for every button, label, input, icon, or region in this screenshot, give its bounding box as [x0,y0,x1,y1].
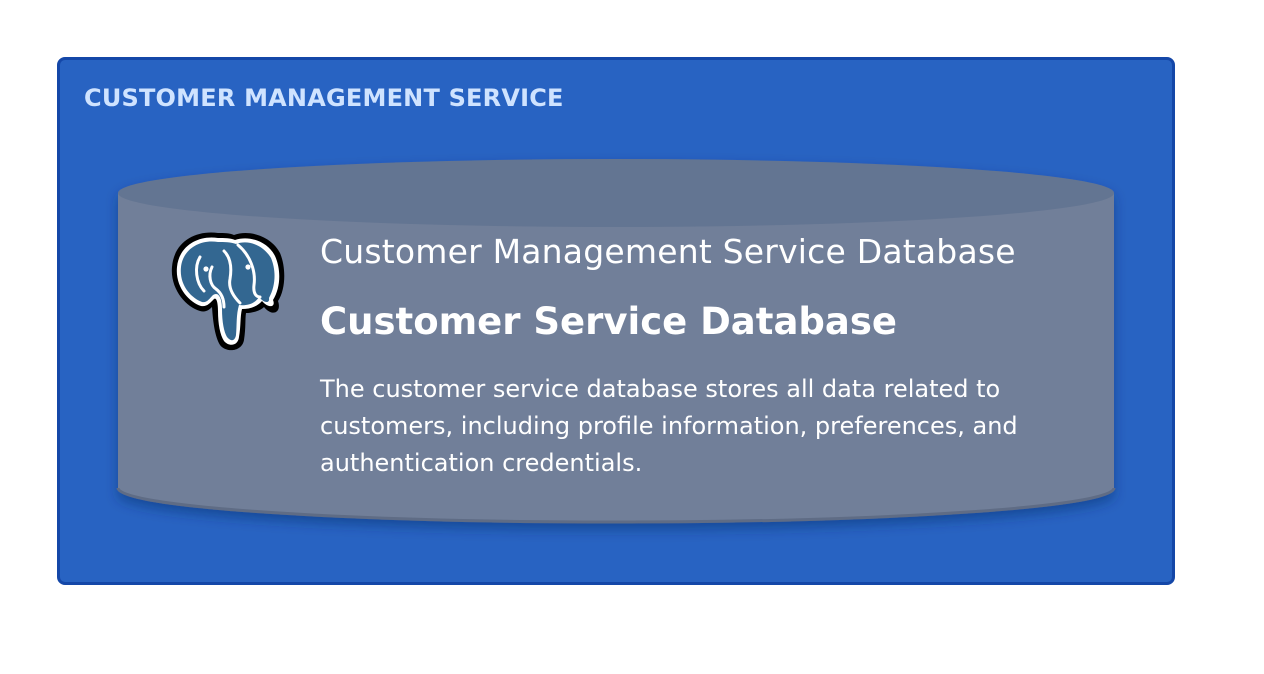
database-name: Customer Management Service Database [320,232,1016,271]
database-subtitle: Customer Service Database [320,300,898,343]
service-title: CUSTOMER MANAGEMENT SERVICE [84,84,564,112]
database-description: The customer service database stores all… [320,375,1018,477]
postgresql-elephant-icon [171,232,285,351]
